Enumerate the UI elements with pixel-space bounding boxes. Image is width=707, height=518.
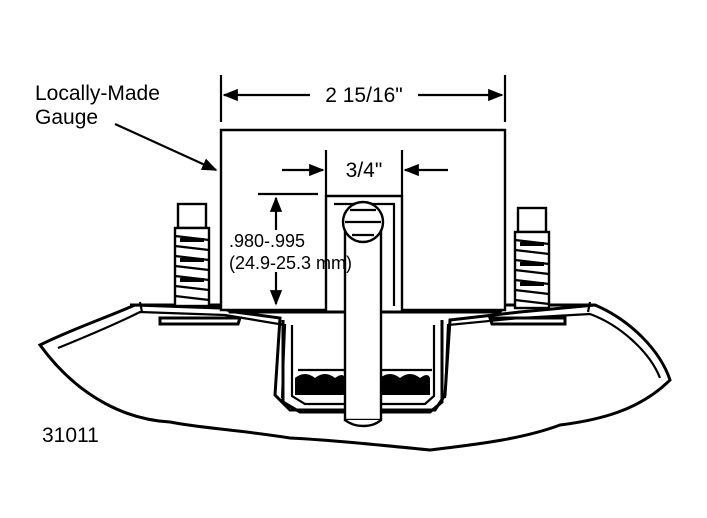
left-stud — [173, 202, 211, 308]
gauge-callout: Locally-Made Gauge — [35, 82, 218, 172]
slot-dimension-label: 3/4" — [346, 159, 383, 182]
figure-number: 31011 — [42, 424, 99, 447]
height-dimension: .980-.995 (24.9-25.3 mm) — [229, 192, 352, 306]
housing-body — [37, 301, 672, 452]
width-dimension-label: 2 15/16" — [325, 84, 403, 107]
width-dimension: 2 15/16" — [219, 75, 507, 122]
slot-dimension: 3/4" — [282, 150, 448, 196]
height-dimension-inches: .980-.995 — [229, 231, 305, 251]
right-stud — [513, 206, 551, 310]
height-dimension-mm: (24.9-25.3 mm) — [229, 253, 352, 273]
gauge-label-line2: Gauge — [35, 106, 98, 129]
gauge-label-line1: Locally-Made — [35, 82, 160, 105]
shaft — [341, 200, 385, 428]
